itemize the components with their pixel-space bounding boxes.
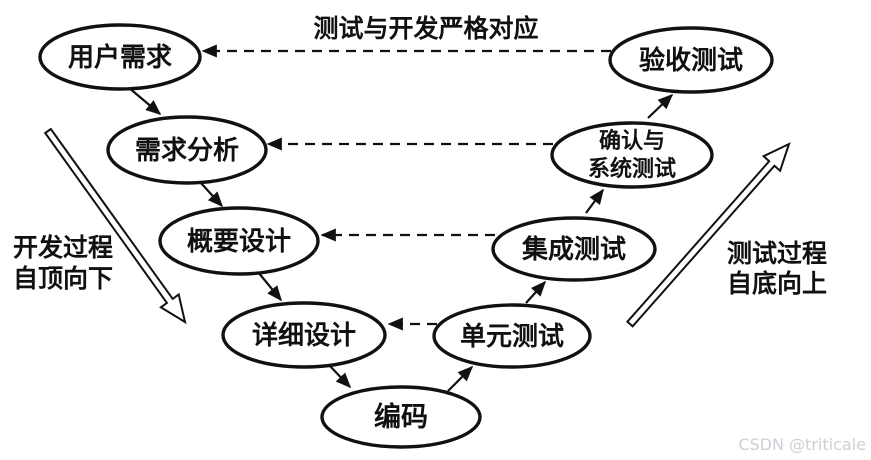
testing-process-label-line1: 测试过程 xyxy=(727,240,827,268)
node-acceptance-testing-label: 验收测试 xyxy=(639,45,743,75)
edge-unit-testing-to-integration-testing xyxy=(525,280,547,304)
node-detailed-design: 详细设计 xyxy=(221,301,387,369)
edge-requirements-analysis-to-preliminary-design xyxy=(199,181,224,208)
node-coding: 编码 xyxy=(320,385,482,449)
testing-direction-arrow xyxy=(625,142,791,328)
development-process-label-line2: 自顶向下 xyxy=(13,264,113,293)
edge-preliminary-design-to-detailed-design xyxy=(257,271,282,302)
edge-coding-to-unit-testing xyxy=(447,365,474,392)
node-preliminary-design: 概要设计 xyxy=(158,206,320,276)
node-requirements-analysis-label: 需求分析 xyxy=(135,136,239,165)
development-process-label-line1: 开发过程 xyxy=(13,233,113,262)
node-preliminary-design-label: 概要设计 xyxy=(187,227,291,256)
edge-user-requirements-to-requirements-analysis xyxy=(127,86,162,115)
testing-process-label-line2: 自底向上 xyxy=(727,269,827,298)
node-unit-testing-label: 单元测试 xyxy=(460,322,564,351)
correspondence-label: 测试与开发严格对应 xyxy=(313,14,538,43)
node-user-requirements: 用户需求 xyxy=(38,23,202,91)
node-integration-testing-label: 集成测试 xyxy=(521,234,626,264)
node-coding-label: 编码 xyxy=(374,401,428,432)
node-integration-testing: 集成测试 xyxy=(491,216,657,282)
node-validation-system-testing-label-line1: 确认与 xyxy=(599,128,665,153)
node-validation-system-testing-label-line2: 系统测试 xyxy=(588,156,676,181)
node-detailed-design-label: 详细设计 xyxy=(252,320,356,350)
csdn-watermark: CSDN @triticale xyxy=(738,435,866,454)
node-requirements-analysis: 需求分析 xyxy=(106,115,268,185)
development-direction-arrow xyxy=(43,127,187,325)
node-acceptance-testing: 验收测试 xyxy=(608,26,774,94)
edge-validation-system-testing-to-acceptance-testing xyxy=(647,93,674,119)
node-unit-testing: 单元测试 xyxy=(432,303,592,369)
edge-integration-testing-to-validation-system-testing xyxy=(585,188,604,214)
node-validation-system-testing: 确认与 系统测试 xyxy=(550,121,714,189)
edge-detailed-design-to-coding xyxy=(328,364,352,389)
node-user-requirements-label: 用户需求 xyxy=(68,42,172,72)
